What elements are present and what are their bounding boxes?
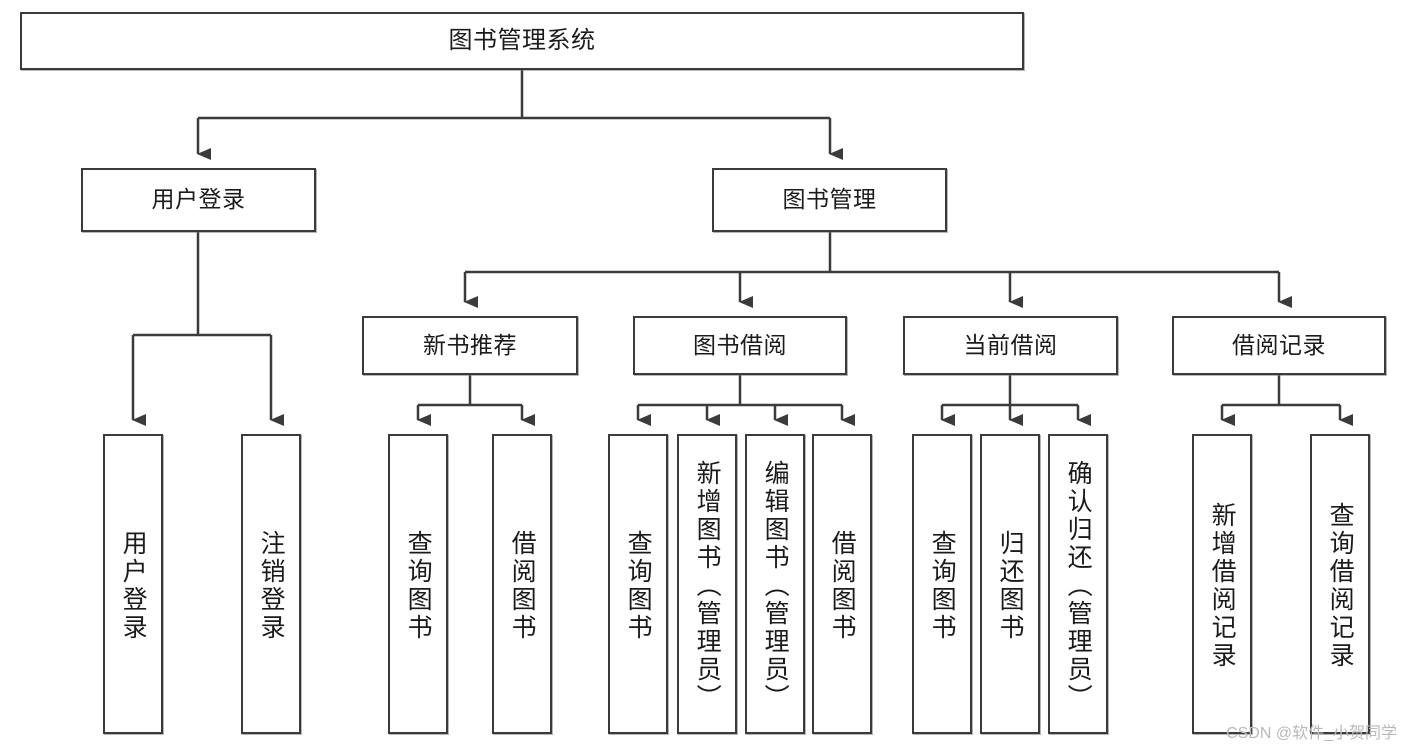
leaf-query-borrow-record[interactable]: 查询借阅记录 <box>1310 434 1370 734</box>
leaf-user-login[interactable]: 用户登录 <box>103 434 163 734</box>
node-label: 图书管理 <box>782 186 877 213</box>
node-label: 新增图书（管理员） <box>693 460 722 712</box>
node-label: 借阅图书 <box>508 530 537 642</box>
node-book-borrow[interactable]: 图书借阅 <box>633 316 847 375</box>
node-label: 当前借阅 <box>963 331 1058 358</box>
node-user-login[interactable]: 用户登录 <box>81 168 316 232</box>
node-label: 查询图书 <box>404 530 433 642</box>
node-new-book-recommend[interactable]: 新书推荐 <box>362 316 578 375</box>
leaf-borrow-book[interactable]: 借阅图书 <box>812 434 872 734</box>
leaf-query-book-current[interactable]: 查询图书 <box>912 434 972 734</box>
leaf-borrow-book-recommend[interactable]: 借阅图书 <box>492 434 552 734</box>
node-label: 查询借阅记录 <box>1326 502 1355 670</box>
node-label: 确认归还（管理员） <box>1064 460 1093 712</box>
node-label: 借阅记录 <box>1232 331 1326 358</box>
leaf-query-book-borrow[interactable]: 查询图书 <box>608 434 668 734</box>
leaf-query-book-recommend[interactable]: 查询图书 <box>388 434 448 734</box>
node-book-manage[interactable]: 图书管理 <box>712 168 947 232</box>
node-label: 借阅图书 <box>828 530 857 642</box>
node-label: 新增借阅记录 <box>1208 502 1237 670</box>
leaf-edit-book-admin[interactable]: 编辑图书（管理员） <box>745 434 805 734</box>
leaf-return-book[interactable]: 归还图书 <box>980 434 1040 734</box>
node-label: 图书管理系统 <box>448 26 596 54</box>
node-root-system[interactable]: 图书管理系统 <box>20 12 1024 70</box>
node-label: 用户登录 <box>151 186 246 213</box>
node-label: 用户登录 <box>119 530 148 642</box>
node-label: 注销登录 <box>257 530 286 642</box>
leaf-add-book-admin[interactable]: 新增图书（管理员） <box>677 434 737 734</box>
csdn-watermark: CSDN @软件_小贺同学 <box>1226 725 1397 742</box>
node-label: 查询图书 <box>624 530 653 642</box>
leaf-add-borrow-record[interactable]: 新增借阅记录 <box>1192 434 1252 734</box>
node-borrow-record[interactable]: 借阅记录 <box>1172 316 1386 375</box>
node-label: 归还图书 <box>996 530 1025 642</box>
node-label: 图书借阅 <box>693 331 787 358</box>
node-label: 新书推荐 <box>423 331 517 358</box>
node-label: 查询图书 <box>928 530 957 642</box>
node-label: 编辑图书（管理员） <box>761 460 790 712</box>
leaf-confirm-return-admin[interactable]: 确认归还（管理员） <box>1048 434 1108 734</box>
leaf-user-logout[interactable]: 注销登录 <box>241 434 301 734</box>
node-current-borrow[interactable]: 当前借阅 <box>903 316 1118 375</box>
